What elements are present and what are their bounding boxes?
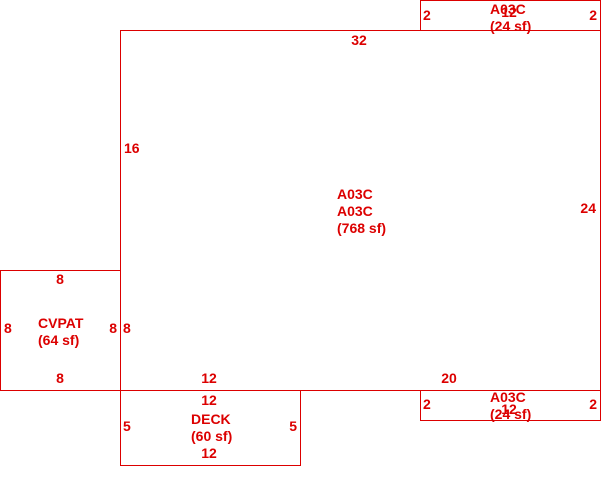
main-area-code-2: A03C bbox=[337, 203, 373, 219]
lower-bay-dim-right: 2 bbox=[589, 396, 597, 412]
cvpat-size: (64 sf) bbox=[38, 332, 79, 348]
main-dim-right: 24 bbox=[580, 200, 596, 216]
deck-dim-right: 5 bbox=[289, 418, 297, 434]
upper-bay-dim-right: 2 bbox=[589, 7, 597, 23]
lower-bay-outline bbox=[420, 390, 601, 421]
cvpat-dim-right: 8 bbox=[109, 320, 117, 336]
upper-bay-dim-top: 12 bbox=[501, 4, 517, 20]
upper-bay-code: A03C bbox=[490, 1, 526, 17]
main-dim-bottom-left: 12 bbox=[201, 370, 217, 386]
upper-bay-dim-left: 2 bbox=[423, 7, 431, 23]
cvpat-dim-left: 8 bbox=[4, 320, 12, 336]
deck-dim-bottom: 12 bbox=[201, 445, 217, 461]
main-dim-bottom-right: 20 bbox=[441, 370, 457, 386]
deck-size: (60 sf) bbox=[191, 428, 232, 444]
upper-bay-outline bbox=[420, 0, 601, 31]
deck-dim-top: 12 bbox=[201, 392, 217, 408]
lower-bay-dim-left: 2 bbox=[423, 396, 431, 412]
cvpat-code: CVPAT bbox=[38, 315, 84, 331]
upper-bay-size: (24 sf) bbox=[490, 18, 531, 34]
main-dim-left-lower: 8 bbox=[123, 320, 131, 336]
main-area-code-1: A03C bbox=[337, 186, 373, 202]
cvpat-outline bbox=[0, 270, 121, 391]
deck-outline bbox=[120, 390, 301, 466]
cvpat-dim-top: 8 bbox=[56, 271, 64, 287]
lower-bay-dim-top: 12 bbox=[501, 401, 517, 417]
deck-dim-left: 5 bbox=[123, 418, 131, 434]
deck-code: DECK bbox=[191, 411, 231, 427]
main-area-outline bbox=[120, 30, 601, 391]
lower-bay-size: (24 sf) bbox=[490, 406, 531, 422]
cvpat-dim-bottom: 8 bbox=[56, 370, 64, 386]
main-dim-top: 32 bbox=[351, 32, 367, 48]
main-area-size: (768 sf) bbox=[337, 220, 386, 236]
lower-bay-code: A03C bbox=[490, 389, 526, 405]
main-dim-left: 16 bbox=[124, 140, 140, 156]
